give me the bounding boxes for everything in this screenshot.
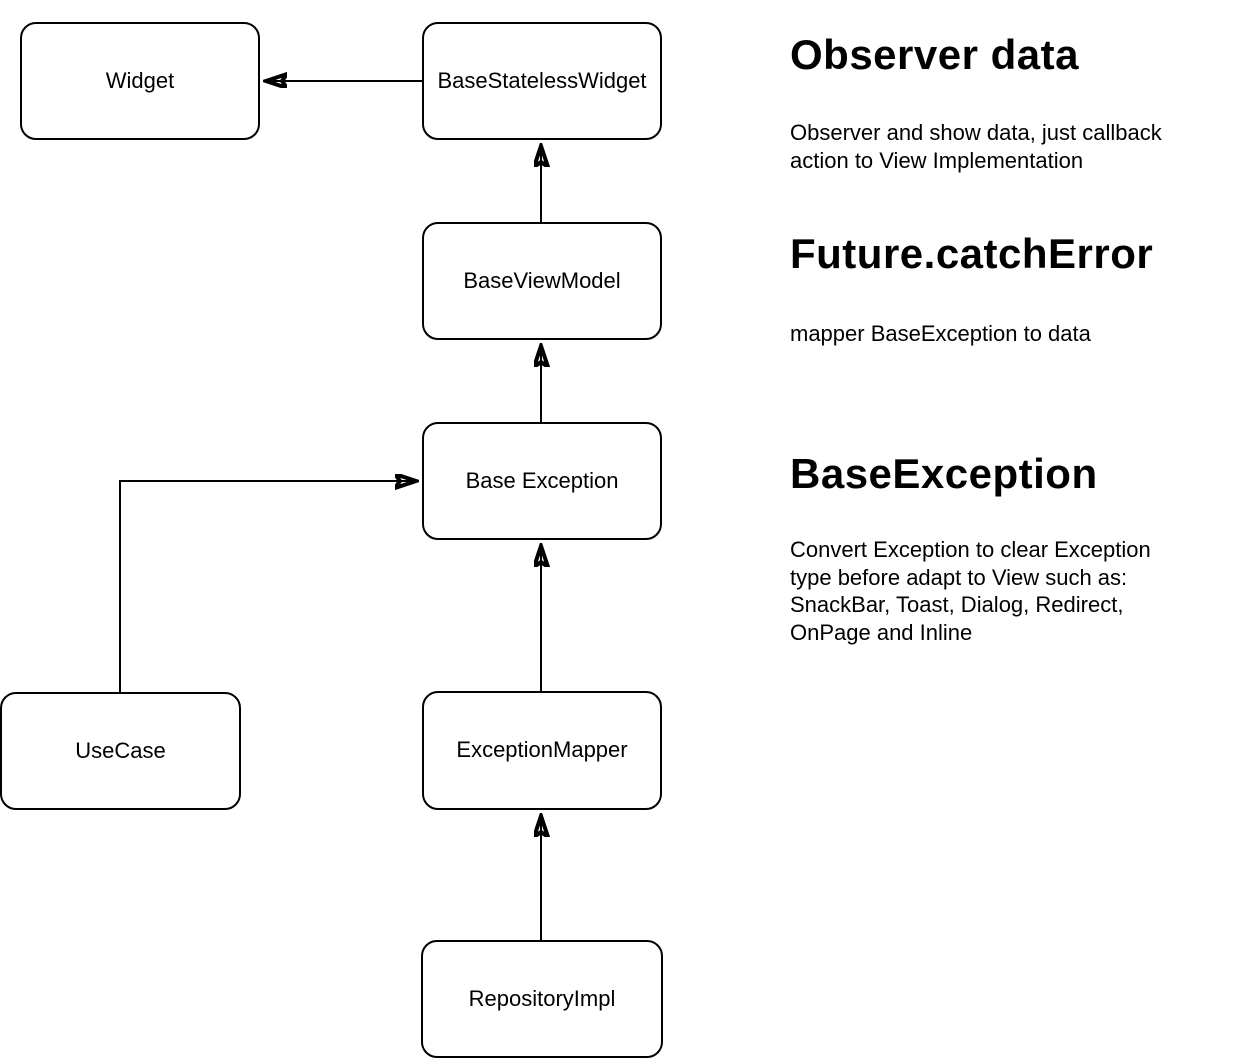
- node-repository-impl: RepositoryImpl: [421, 940, 663, 1058]
- note-body-future-catcherror: mapper BaseException to data: [790, 321, 1091, 346]
- note-title-future-catcherror: Future.catchError: [790, 230, 1154, 277]
- node-base-stateless-widget-label: BaseStatelessWidget: [437, 67, 647, 93]
- node-exception-mapper-label: ExceptionMapper: [456, 737, 628, 763]
- node-exception-mapper: ExceptionMapper: [422, 691, 662, 810]
- node-use-case-label: UseCase: [75, 737, 166, 763]
- note-title-baseexception: BaseException: [790, 450, 1098, 497]
- note-body-baseexception: Convert Exception to clear Exception typ…: [790, 537, 1151, 645]
- note-title-observer-data: Observer data: [790, 31, 1079, 78]
- node-use-case: UseCase: [0, 692, 241, 810]
- node-widget: Widget: [20, 22, 260, 140]
- node-base-exception-label: Base Exception: [465, 467, 619, 493]
- note-body-observer-data: Observer and show data, just callback ac…: [790, 120, 1162, 173]
- node-repository-impl-label: RepositoryImpl: [468, 985, 616, 1011]
- node-base-view-model: BaseViewModel: [422, 222, 662, 340]
- node-widget-label: Widget: [105, 67, 175, 93]
- node-base-view-model-label: BaseViewModel: [463, 267, 621, 293]
- node-base-exception: Base Exception: [422, 422, 662, 540]
- node-base-stateless-widget: BaseStatelessWidget: [422, 22, 662, 140]
- edge-usecase-to-baseexception: [119, 481, 416, 692]
